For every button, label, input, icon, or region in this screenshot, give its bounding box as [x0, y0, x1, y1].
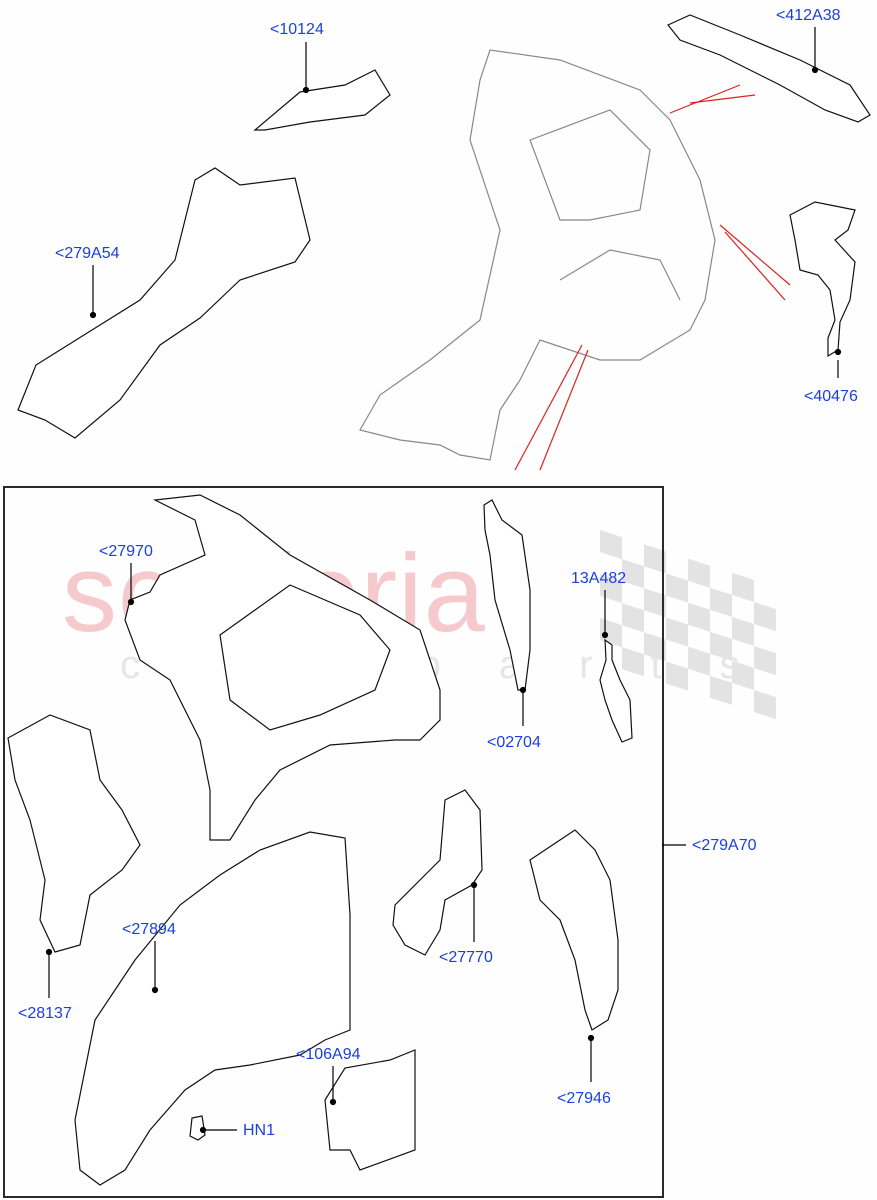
part-27770-drawing: [392, 789, 483, 956]
part-label-279A54[interactable]: <279A54: [55, 245, 120, 262]
part-label-40476[interactable]: <40476: [804, 388, 858, 405]
part-279A54-drawing: [17, 167, 311, 439]
part-10124-drawing: [253, 69, 391, 131]
part-412A38-drawing: [667, 14, 871, 123]
part-label-27970[interactable]: <27970: [99, 543, 153, 560]
part-label-279A70[interactable]: <279A70: [692, 837, 757, 854]
part-28137-drawing: [7, 714, 141, 953]
part-label-13A482[interactable]: 13A482: [571, 570, 627, 587]
part-label-27770[interactable]: <27770: [439, 949, 493, 966]
part-HN1-drawing: [189, 1115, 206, 1141]
part-label-HN1[interactable]: HN1: [243, 1122, 276, 1139]
part-27894-drawing: [74, 831, 351, 1186]
part-label-106A94[interactable]: <106A94: [296, 1046, 361, 1063]
part-label-10124[interactable]: <10124: [270, 21, 324, 38]
part-27946-drawing: [529, 829, 619, 1031]
part-label-27946[interactable]: <27946: [557, 1090, 611, 1107]
part-label-28137[interactable]: <28137: [18, 1005, 72, 1022]
body-side-assembly-drawing: [359, 49, 716, 461]
part-02704-drawing: [483, 499, 531, 691]
assembly-group-frame: [3, 486, 664, 1198]
window-opening: [219, 584, 391, 731]
part-label-02704[interactable]: <02704: [487, 734, 541, 751]
part-13A482-drawing: [599, 638, 633, 743]
part-label-412A38[interactable]: <412A38: [776, 7, 841, 24]
part-40476-drawing: [789, 201, 856, 358]
part-label-27894[interactable]: <27894: [122, 921, 176, 938]
part-106A94-drawing: [324, 1049, 416, 1171]
